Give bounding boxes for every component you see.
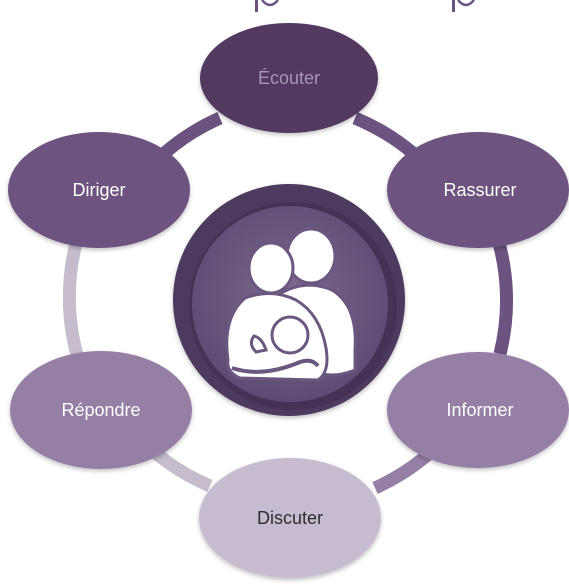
ring-arc-right	[490, 234, 513, 356]
ring-arc-left	[62, 234, 85, 357]
node-ecouter: Écouter	[200, 23, 378, 133]
node-informer: Informer	[387, 352, 569, 468]
node-label-discuter: Discuter	[257, 508, 323, 528]
node-label-ecouter: Écouter	[258, 68, 320, 88]
node-label-repondre: Répondre	[61, 400, 140, 420]
node-repondre: Répondre	[10, 351, 192, 469]
node-label-rassurer: Rassurer	[443, 180, 516, 200]
top-cropped-heading	[255, 0, 475, 12]
node-label-diriger: Diriger	[72, 180, 125, 200]
node-label-informer: Informer	[446, 400, 513, 420]
node-diriger: Diriger	[8, 132, 190, 248]
node-discuter: Discuter	[199, 458, 381, 578]
node-rassurer: Rassurer	[387, 132, 569, 248]
parent-child-icon	[225, 227, 357, 382]
